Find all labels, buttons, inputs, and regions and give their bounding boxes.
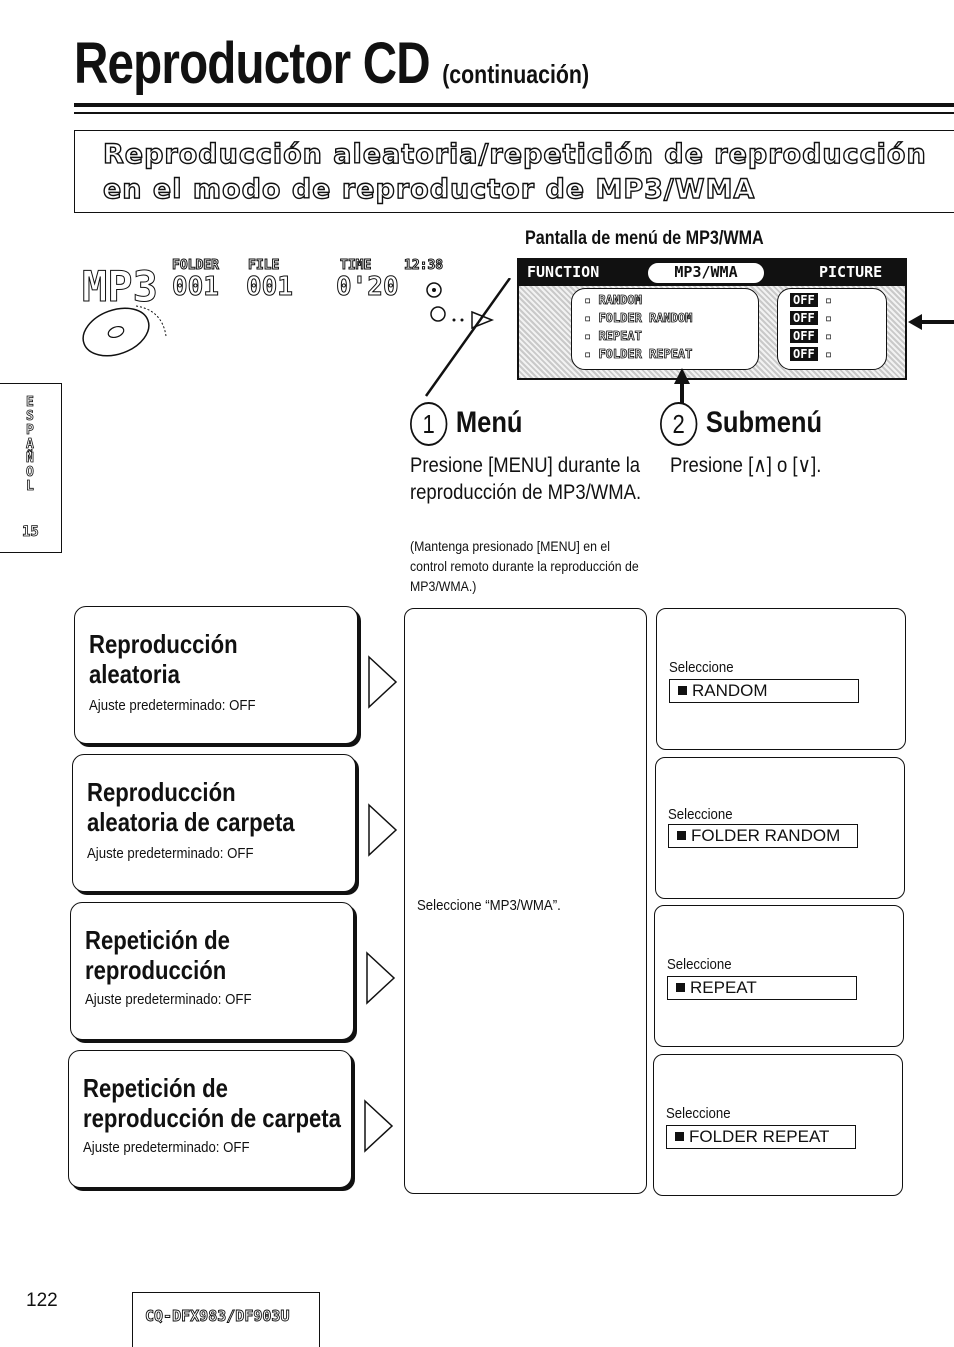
tab-mp3-wma[interactable]: MP3/WMA [647,262,765,284]
side-tab-letter: O [26,465,35,480]
step-menu-title: Menú [455,405,523,439]
side-tab-letter: P [26,423,35,438]
disc-icon [82,305,167,357]
menu-item-folder-repeat[interactable]: FOLDER REPEAT [598,347,693,362]
feature-random-default: Ajuste predeterminado: OFF [89,697,256,714]
menu-screen: FUNCTION MP3/WMA PICTURE ▫ RANDOM ▫ FOLD… [517,258,907,380]
menu-item-random[interactable]: RANDOM [598,293,642,308]
feature-random-title-1: Reproducción [89,629,238,659]
feature-random-title-2: aleatoria [89,659,180,689]
feature-repeat-default: Ajuste predeterminado: OFF [85,991,252,1008]
select-repeat-field[interactable]: REPEAT [667,976,857,1000]
feature-folder-random-title-1: Reproducción [87,777,236,807]
clock-value: 12:38 [403,258,444,274]
model-name: CQ-DFX983/DF903U [145,1307,290,1326]
submenu-arrow-icon [674,368,690,404]
option-repeat-off[interactable]: OFF [790,329,818,343]
select-random-field[interactable]: RANDOM [669,679,859,703]
section-title-line1: Reproducción aleatoria/repetición de rep… [102,138,927,170]
step-1-number: 1 [410,402,448,446]
option-folder-repeat-off[interactable]: OFF [790,347,818,361]
menu-tabbar: FUNCTION MP3/WMA PICTURE [519,260,905,286]
option-folder-random-off[interactable]: OFF [790,311,818,325]
feature-folder-repeat-title-1: Repetición de [83,1073,228,1103]
select-repeat-label: Seleccione [667,956,732,973]
step-2-number: 2 [660,402,698,446]
step-menu-text: Presione [MENU] durante la reproducción … [410,454,642,504]
select-repeat-box: Seleccione REPEAT [654,905,904,1047]
menu-item-folder-random[interactable]: FOLDER RANDOM [598,311,693,326]
cd-play-icon [430,306,446,322]
flow-arrow-icon [368,803,398,857]
file-number: 001 [246,272,294,303]
feature-repeat-title-1: Repetición de [85,925,230,955]
select-folder-random-box: Seleccione FOLDER RANDOM [655,757,905,899]
header-rule-thin [74,112,954,114]
feature-folder-random-title-2: aleatoria de carpeta [87,807,295,837]
side-tab-letter: Ñ [26,451,35,466]
feature-folder-repeat-default: Ajuste predeterminado: OFF [83,1139,250,1156]
right-pointer-arrow-icon [908,314,954,330]
cd-mode-icon [426,282,442,298]
section-title: Reproducción aleatoria/repetición de rep… [102,137,927,207]
side-tab-number: 15 [22,524,40,541]
step-submenu-text: Presione [∧] o [∨]. [670,454,822,477]
side-tab-letter: L [26,479,35,494]
feature-folder-repeat-title-2: reproducción de carpeta [83,1103,341,1133]
flow-arrow-icon [366,951,396,1005]
select-folder-repeat-field[interactable]: FOLDER REPEAT [666,1125,856,1149]
step-menu-note: (Mantenga presionado [MENU] en el contro… [410,538,639,594]
page-title-text: Reproductor CD [74,31,431,96]
flow-arrow-icon [368,655,398,709]
flow-arrow-icon [364,1099,394,1153]
menu-item-list: ▫ RANDOM ▫ FOLDER RANDOM ▫ REPEAT ▫ FOLD… [571,288,759,370]
step-submenu-title: Submenú [705,405,823,439]
header-rule-thick [74,103,954,107]
folder-label: FOLDER [172,258,220,274]
page-title: Reproductor CD (continuación) [74,30,589,97]
menu-item-repeat[interactable]: REPEAT [598,329,642,344]
side-tab-letter: E [26,395,35,410]
model-tab: CQ-DFX983/DF903U [132,1292,320,1347]
side-tab-letter: A [26,437,35,452]
select-random-box: Seleccione RANDOM [656,608,906,750]
select-folder-repeat-box: Seleccione FOLDER REPEAT [653,1054,903,1196]
select-folder-random-field[interactable]: FOLDER RANDOM [668,824,858,848]
select-folder-repeat-label: Seleccione [666,1105,731,1122]
feature-repeat-title-2: reproducción [85,955,227,985]
time-value: 0'20 [336,272,400,303]
menu-step-panel: Seleccione “MP3/WMA”. [404,608,647,1194]
menu-screen-caption: Pantalla de menú de MP3/WMA [525,228,764,249]
tab-picture[interactable]: PICTURE [819,263,883,281]
section-title-line2: en el modo de reproductor de MP3/WMA [102,173,756,205]
menu-option-list: OFF ▫ OFF ▫ OFF ▫ OFF ▫ [777,288,887,370]
option-random-off[interactable]: OFF [790,293,818,307]
time-label: TIME [339,258,372,274]
file-label: FILE [247,258,280,274]
tab-function[interactable]: FUNCTION [527,263,600,281]
section-title-box: Reproducción aleatoria/repetición de rep… [74,130,954,213]
select-folder-random-label: Seleccione [668,806,733,823]
select-mp3-wma-instruction: Seleccione “MP3/WMA”. [417,897,561,914]
connector-lines [424,278,512,397]
page-subtitle: (continuación) [442,59,590,89]
page-number: 122 [26,1290,58,1311]
mp3-logo: MP3 [82,262,159,312]
side-tab-letter: S [26,409,35,424]
folder-number: 001 [172,272,220,303]
select-random-label: Seleccione [669,659,734,676]
feature-folder-random-default: Ajuste predeterminado: OFF [87,845,254,862]
